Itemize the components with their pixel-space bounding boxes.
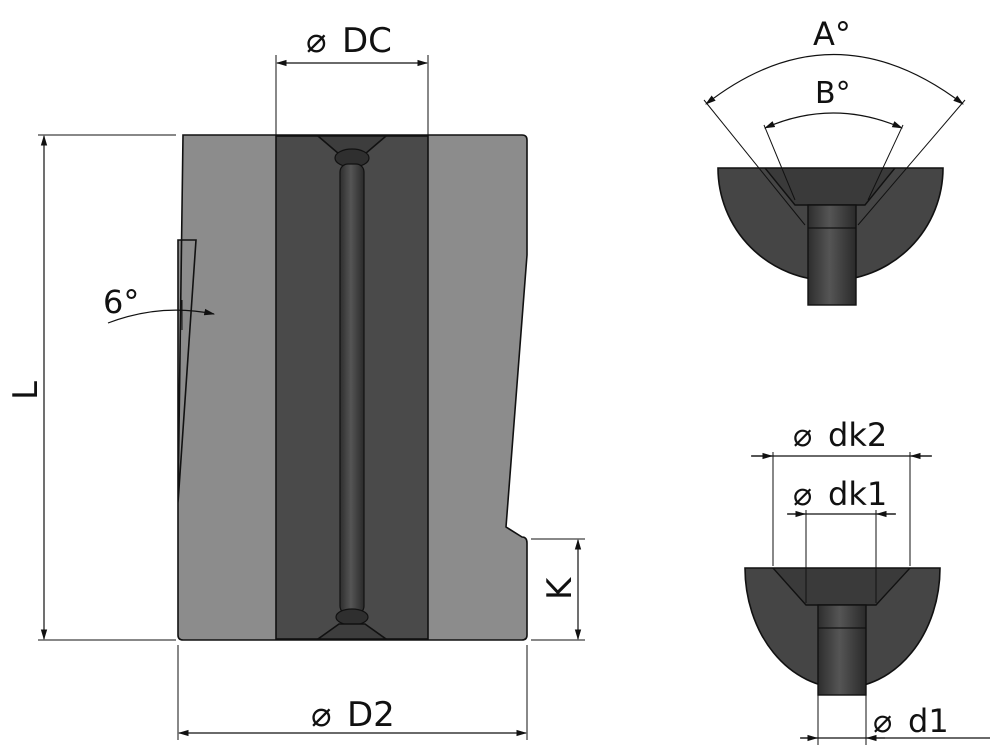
central-bore — [339, 163, 365, 615]
label-dk1: dk1 — [828, 475, 887, 513]
label-k: K — [540, 576, 580, 600]
main-body — [177, 134, 528, 641]
diameter-symbol: ⌀ — [793, 416, 812, 454]
label-l: L — [6, 381, 46, 400]
diameter-symbol: ⌀ — [793, 475, 812, 513]
label-angle-6: 6° — [103, 283, 139, 321]
countersink-bottom — [315, 623, 389, 640]
dimension-d2: ⌀ D2 — [177, 645, 528, 740]
label-dc: DC — [342, 21, 392, 61]
label-dk2: dk2 — [828, 416, 887, 454]
countersink-bottom-ring — [335, 608, 369, 626]
detail-top: A° B° — [703, 15, 966, 306]
dimension-k: K — [531, 538, 585, 641]
label-d1: d1 — [908, 702, 949, 740]
diameter-symbol: ⌀ — [873, 702, 892, 740]
label-angle-a: A° — [813, 15, 851, 53]
detail-bottom: ⌀ dk2 ⌀ dk1 ⌀ d1 — [744, 416, 990, 745]
label-angle-b: B° — [815, 76, 851, 111]
dimension-taper-angle: 6° — [103, 283, 216, 330]
diameter-symbol: ⌀ — [306, 21, 326, 61]
dimension-l: L — [6, 134, 176, 641]
label-d2: D2 — [347, 695, 395, 735]
dimension-dc: ⌀ DC — [275, 21, 429, 135]
diameter-symbol: ⌀ — [311, 695, 331, 735]
